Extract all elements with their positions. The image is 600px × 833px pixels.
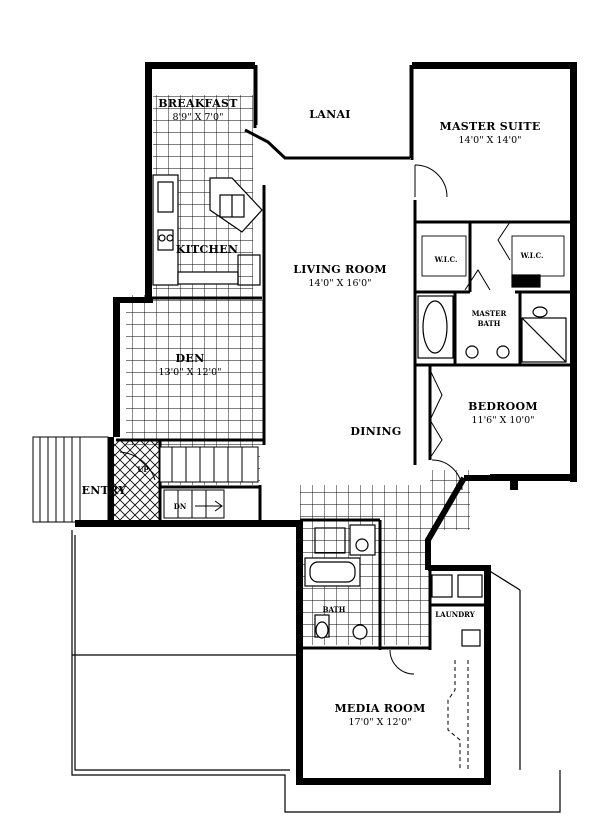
label-stairs-down: DN bbox=[174, 502, 187, 511]
stairs bbox=[32, 436, 259, 523]
lanai-windows bbox=[256, 65, 411, 158]
label-master-bath: MASTER bbox=[472, 309, 507, 318]
laundry-appliances bbox=[431, 574, 483, 647]
label-wic-left: W.I.C. bbox=[434, 255, 458, 264]
label-bath: BATH bbox=[323, 605, 346, 614]
label-living-room: LIVING ROOM bbox=[293, 263, 387, 276]
label-master-suite: MASTER SUITE bbox=[439, 120, 540, 133]
label-breakfast: BREAKFAST bbox=[158, 97, 238, 110]
media-builtin bbox=[447, 660, 469, 770]
label-bedroom: BEDROOM bbox=[468, 400, 538, 413]
doors bbox=[119, 164, 511, 675]
label-dining: DINING bbox=[350, 425, 401, 438]
master-bath-fixtures bbox=[417, 274, 567, 363]
closet-shelves bbox=[421, 235, 565, 277]
label-kitchen: KITCHEN bbox=[176, 243, 239, 256]
bath-fixtures bbox=[304, 524, 376, 640]
dims-den: 13'0" X 12'0" bbox=[158, 367, 221, 378]
diagonal-walls bbox=[425, 475, 492, 570]
exterior-walls bbox=[75, 62, 577, 785]
label-stairs-up: UP bbox=[137, 465, 149, 474]
label-den: DEN bbox=[176, 352, 205, 365]
garage-outline bbox=[71, 530, 561, 813]
dims-breakfast: 8'9" X 7'0" bbox=[173, 112, 224, 123]
kitchen-counters bbox=[152, 174, 263, 286]
label-lanai: LANAI bbox=[309, 108, 351, 121]
dims-bedroom: 11'6" X 10'0" bbox=[471, 415, 534, 426]
label-entry: ENTRY bbox=[82, 484, 127, 497]
room-labels: BREAKFAST 8'9" X 7'0" LANAI MASTER SUITE… bbox=[82, 97, 544, 728]
label-master-bath-2: BATH bbox=[478, 319, 501, 328]
tile-floors bbox=[112, 95, 470, 645]
dims-media-room: 17'0" X 12'0" bbox=[348, 717, 411, 728]
label-wic-right: W.I.C. bbox=[520, 251, 544, 260]
label-laundry: LAUNDRY bbox=[435, 610, 476, 619]
dims-living-room: 14'0" X 16'0" bbox=[308, 278, 371, 289]
label-media-room: MEDIA ROOM bbox=[334, 702, 425, 715]
dims-master-suite: 14'0" X 14'0" bbox=[458, 135, 521, 146]
